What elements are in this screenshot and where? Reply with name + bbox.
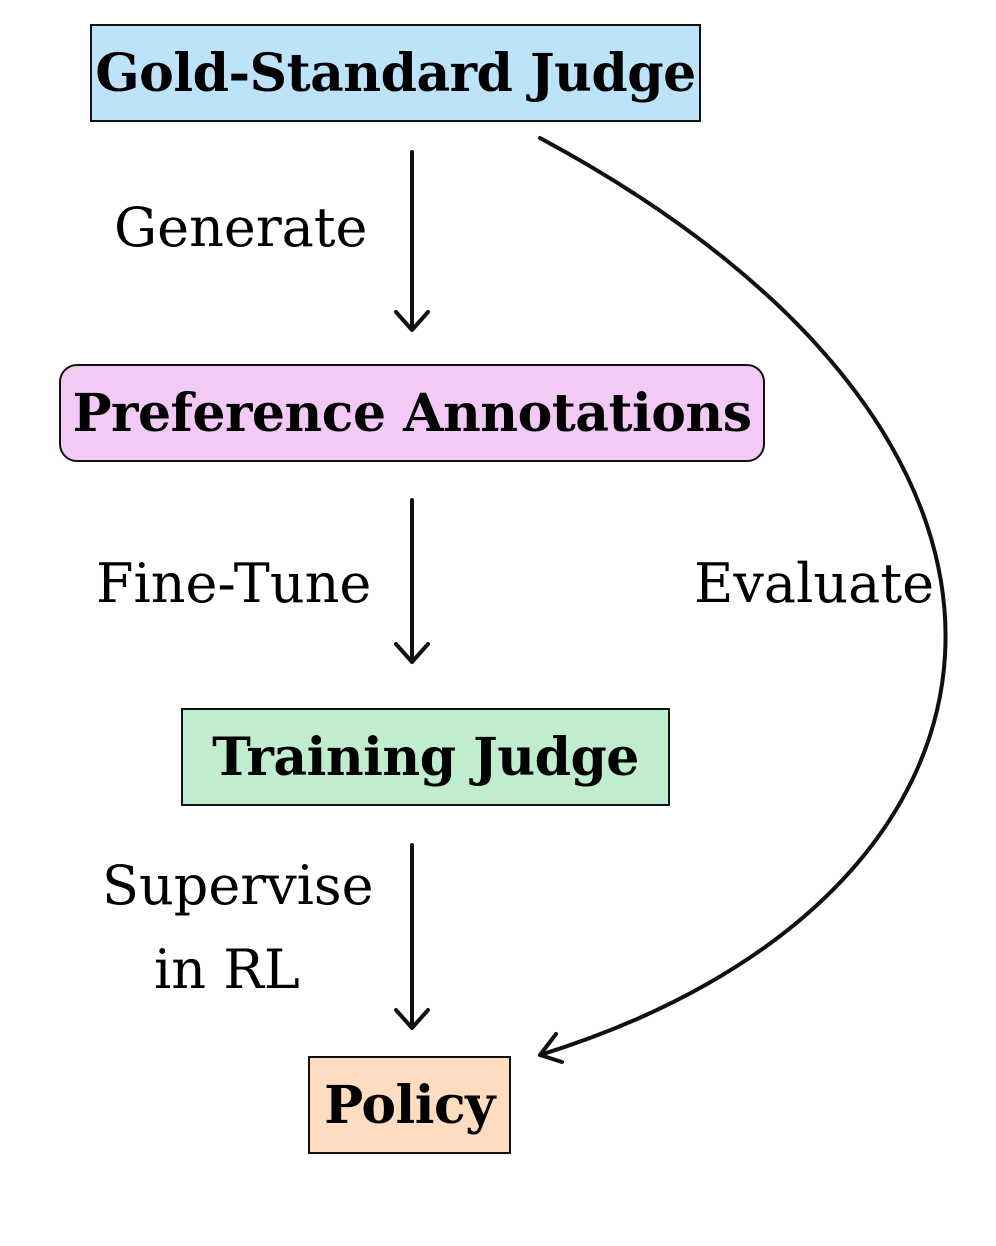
training-judge-label: Training Judge	[212, 726, 639, 788]
supervise-label-line2: in RL	[154, 938, 300, 1001]
gold-standard-judge-label: Gold-Standard Judge	[95, 42, 696, 104]
training-judge-node: Training Judge	[181, 708, 670, 806]
evaluate-label: Evaluate	[694, 552, 935, 615]
policy-node: Policy	[308, 1056, 511, 1154]
arrow-evaluate	[538, 136, 948, 1064]
fine-tune-label: Fine-Tune	[96, 552, 372, 615]
preference-annotations-node: Preference Annotations	[59, 364, 765, 462]
arrow-generate	[394, 150, 430, 332]
arrow-fine-tune	[394, 498, 430, 664]
preference-annotations-label: Preference Annotations	[72, 382, 752, 444]
arrow-supervise	[394, 843, 430, 1030]
supervise-label-line1: Supervise	[102, 854, 374, 917]
policy-label: Policy	[324, 1074, 495, 1136]
generate-label: Generate	[114, 196, 368, 259]
gold-standard-judge-node: Gold-Standard Judge	[90, 24, 701, 122]
